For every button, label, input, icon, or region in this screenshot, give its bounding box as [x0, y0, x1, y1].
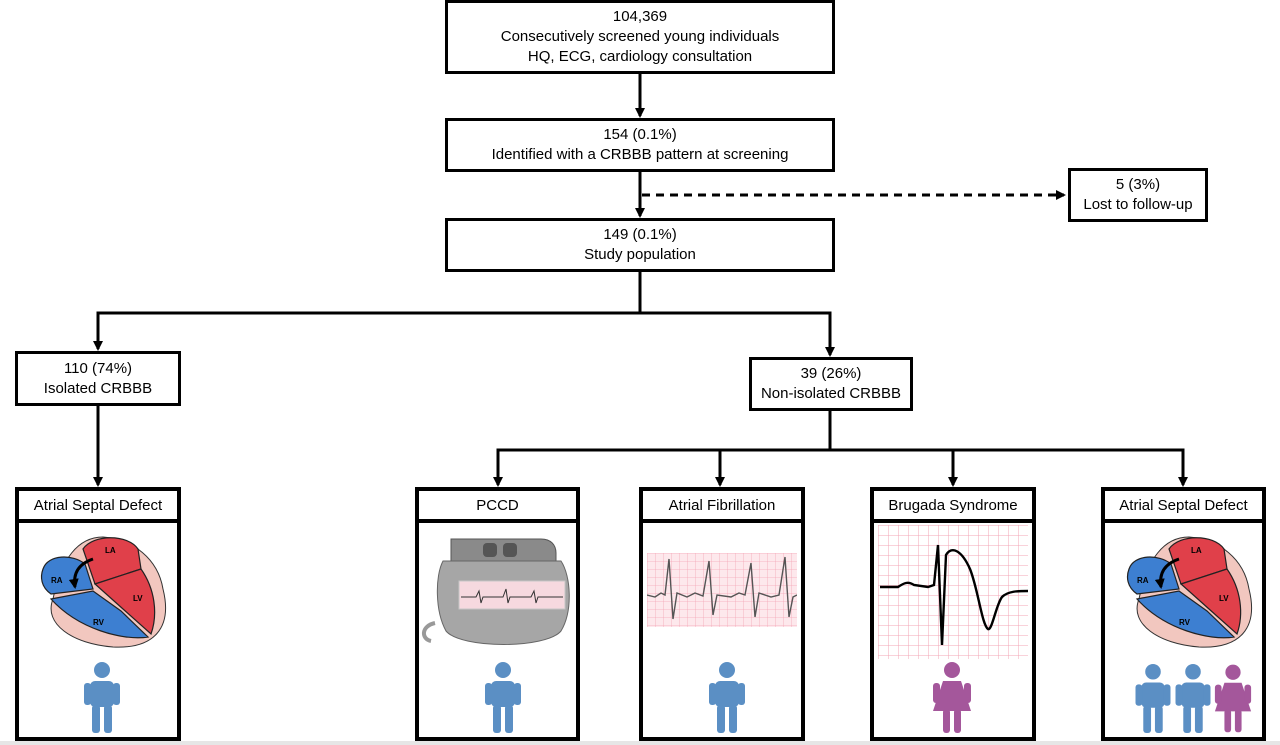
- panel-title: Atrial Septal Defect: [15, 487, 181, 523]
- nonisolated-label: Non-isolated CRBBB: [760, 385, 902, 402]
- heart-label-ra: RA: [1137, 576, 1149, 585]
- identified-box: 154 (0.1%) Identified with a CRBBB patte…: [445, 118, 835, 172]
- heart-label-rv: RV: [1179, 618, 1191, 627]
- panel-atrial-septal-defect-isolated: Atrial Septal Defect LA RA LV RV: [15, 487, 181, 741]
- nonisolated-box: 39 (26%) Non-isolated CRBBB: [749, 357, 913, 411]
- male-person-icon: [1175, 663, 1211, 733]
- male-person-icon: [1135, 663, 1171, 733]
- nonisolated-count: 39 (26%): [800, 365, 862, 382]
- heart-label-lv: LV: [1219, 594, 1229, 603]
- heart-diagram-icon: LA RA LV RV: [40, 536, 167, 648]
- male-person-icon: [709, 662, 745, 733]
- heart-label-ra: RA: [51, 576, 63, 585]
- panel-title: Brugada Syndrome: [870, 487, 1036, 523]
- male-person-icon: [485, 662, 521, 733]
- screened-line1: Consecutively screened young individuals: [500, 28, 780, 45]
- isolated-box: 110 (74%) Isolated CRBBB: [15, 351, 181, 406]
- heart-label-la: LA: [1191, 546, 1202, 555]
- female-person-icon: [933, 662, 971, 733]
- heart-label-lv: LV: [133, 594, 143, 603]
- screened-box: 104,369 Consecutively screened young ind…: [445, 0, 835, 74]
- ecg-strip-icon: [647, 553, 797, 627]
- heart-diagram-icon: LA RA LV RV: [1126, 536, 1253, 648]
- panel-title: Atrial Septal Defect: [1101, 487, 1266, 523]
- heart-label-la: LA: [105, 546, 116, 555]
- split-study: [93, 271, 642, 351]
- panel-atrial-fibrillation: Atrial Fibrillation: [639, 487, 805, 741]
- identified-count: 154 (0.1%): [603, 126, 677, 143]
- split-nonisolated: [493, 410, 832, 487]
- lost-box: 5 (3%) Lost to follow-up: [1068, 168, 1208, 222]
- isolated-count: 110 (74%): [63, 359, 133, 377]
- panel-title: PCCD: [415, 487, 580, 523]
- lost-count: 5 (3%): [1115, 176, 1161, 193]
- study-count: 149 (0.1%): [603, 226, 677, 243]
- ecg-brugada-icon: [878, 525, 1028, 659]
- study-box: 149 (0.1%) Study population: [445, 218, 835, 272]
- panel-atrial-septal-defect-nonisolated: Atrial Septal Defect LA RA LV RV: [1101, 487, 1266, 741]
- screened-line2: HQ, ECG, cardiology consultation: [527, 48, 753, 65]
- female-person-icon: [1214, 664, 1252, 733]
- panel-pccd: PCCD: [415, 487, 580, 741]
- heart-label-rv: RV: [93, 618, 105, 627]
- screened-count: 104,369: [612, 8, 668, 25]
- panel-brugada-syndrome: Brugada Syndrome: [870, 487, 1036, 741]
- isolated-label: Isolated CRBBB: [43, 379, 153, 397]
- identified-label: Identified with a CRBBB pattern at scree…: [491, 146, 789, 163]
- study-label: Study population: [584, 246, 696, 263]
- panel-title: Atrial Fibrillation: [639, 487, 805, 523]
- lost-label: Lost to follow-up: [1083, 196, 1193, 213]
- pacemaker-icon: [422, 538, 570, 645]
- bottom-divider: [0, 741, 1280, 745]
- male-person-icon: [84, 662, 120, 733]
